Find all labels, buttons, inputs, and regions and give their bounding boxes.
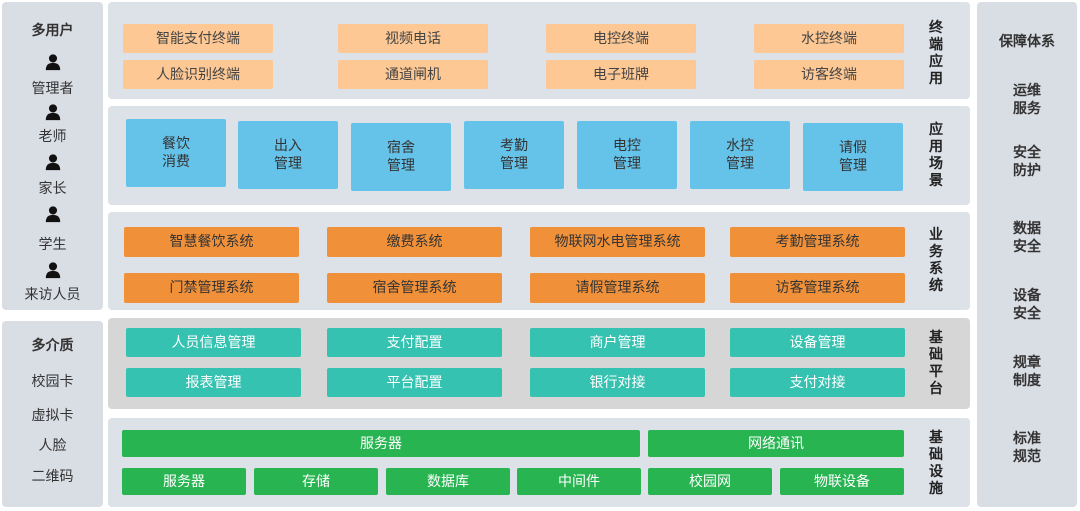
business-item: 宿舍管理系统 <box>327 273 502 303</box>
infra-item: 中间件 <box>517 468 641 495</box>
media-item-virtual-card: 虚拟卡 <box>31 408 74 424</box>
infra-item: 校园网 <box>648 468 772 495</box>
assurance-item-regulations: 规章制度 <box>1013 355 1041 389</box>
users-panel: 多用户 管理者 老师 家长 学生 来访人员 <box>2 2 103 310</box>
platform-item: 平台配置 <box>327 368 502 397</box>
media-item-campus-card: 校园卡 <box>31 374 74 390</box>
platform-item: 支付配置 <box>327 328 502 357</box>
infra-layer-label: 基 础 设 施 <box>929 430 943 497</box>
user-icon <box>43 52 63 72</box>
user-icon <box>43 152 63 172</box>
business-layer: 智慧餐饮系统 缴费系统 物联网水电管理系统 考勤管理系统 门禁管理系统 宿舍管理… <box>108 212 970 310</box>
platform-item: 设备管理 <box>730 328 905 357</box>
scenario-item: 电控管理 <box>577 121 677 189</box>
media-item-face: 人脸 <box>38 438 67 454</box>
business-item: 请假管理系统 <box>530 273 705 303</box>
terminal-item: 水控终端 <box>754 24 904 53</box>
user-label-visitor: 来访人员 <box>24 287 81 303</box>
platform-item: 商户管理 <box>530 328 705 357</box>
scenario-item: 考勤管理 <box>464 121 564 189</box>
platform-item: 人员信息管理 <box>126 328 301 357</box>
platform-layer-label: 基 础 平 台 <box>929 330 943 397</box>
platform-item: 支付对接 <box>730 368 905 397</box>
user-label-teacher: 老师 <box>38 129 67 145</box>
terminal-item: 智能支付终端 <box>123 24 273 53</box>
scenario-item: 宿舍管理 <box>351 123 451 191</box>
user-icon <box>43 102 63 122</box>
business-item: 考勤管理系统 <box>730 227 905 257</box>
users-title: 多用户 <box>31 23 74 39</box>
assurance-item-standards: 标准规范 <box>1013 431 1041 465</box>
business-item: 访客管理系统 <box>730 273 905 303</box>
platform-layer: 人员信息管理 支付配置 商户管理 设备管理 报表管理 平台配置 银行对接 支付对… <box>108 318 970 409</box>
terminal-item: 视频电话 <box>338 24 488 53</box>
platform-item: 银行对接 <box>530 368 705 397</box>
user-label-admin: 管理者 <box>31 81 74 97</box>
user-icon <box>43 260 63 280</box>
infra-item: 物联设备 <box>780 468 904 495</box>
scenario-item: 请假管理 <box>803 123 903 191</box>
platform-item: 报表管理 <box>126 368 301 397</box>
terminal-item: 访客终端 <box>754 60 904 89</box>
user-icon <box>43 204 63 224</box>
user-label-parent: 家长 <box>38 181 67 197</box>
media-panel: 多介质 校园卡 虚拟卡 人脸 二维码 <box>2 321 103 507</box>
scenario-item: 水控管理 <box>690 121 790 189</box>
infra-item-network: 网络通讯 <box>648 430 904 457</box>
user-label-student: 学生 <box>38 237 67 253</box>
scenario-item: 餐饮消费 <box>126 119 226 187</box>
business-item: 物联网水电管理系统 <box>530 227 705 257</box>
media-item-qrcode: 二维码 <box>31 469 74 485</box>
assurance-panel: 保障体系 运维服务 安全防护 数据安全 设备安全 规章制度 标准规范 <box>977 2 1077 507</box>
terminal-item: 通道闸机 <box>338 60 488 89</box>
assurance-item-ops: 运维服务 <box>1013 83 1041 117</box>
assurance-item-protection: 安全防护 <box>1013 145 1041 179</box>
business-layer-label: 业 务 系 统 <box>929 227 943 294</box>
terminal-item: 电子班牌 <box>546 60 696 89</box>
assurance-title: 保障体系 <box>999 34 1055 50</box>
infra-item-server-main: 服务器 <box>122 430 640 457</box>
business-item: 智慧餐饮系统 <box>124 227 299 257</box>
infra-item: 服务器 <box>122 468 246 495</box>
terminal-item: 人脸识别终端 <box>123 60 273 89</box>
terminal-layer: 智能支付终端 视频电话 电控终端 水控终端 人脸识别终端 通道闸机 电子班牌 访… <box>108 2 970 99</box>
assurance-item-data-security: 数据安全 <box>1013 221 1041 255</box>
scenario-item: 出入管理 <box>238 121 338 189</box>
scenario-layer-label: 应 用 场 景 <box>929 122 943 189</box>
infra-item: 存储 <box>254 468 378 495</box>
infra-layer: 服务器 网络通讯 服务器 存储 数据库 中间件 校园网 物联设备 基 础 设 施 <box>108 418 970 507</box>
terminal-item: 电控终端 <box>546 24 696 53</box>
terminal-layer-label: 终 端 应 用 <box>929 20 943 87</box>
business-item: 门禁管理系统 <box>124 273 299 303</box>
media-title: 多介质 <box>31 338 74 354</box>
infra-item: 数据库 <box>386 468 510 495</box>
assurance-item-device-security: 设备安全 <box>1013 288 1041 322</box>
scenario-layer: 餐饮消费 出入管理 宿舍管理 考勤管理 电控管理 水控管理 请假管理 应 用 场… <box>108 106 970 205</box>
business-item: 缴费系统 <box>327 227 502 257</box>
